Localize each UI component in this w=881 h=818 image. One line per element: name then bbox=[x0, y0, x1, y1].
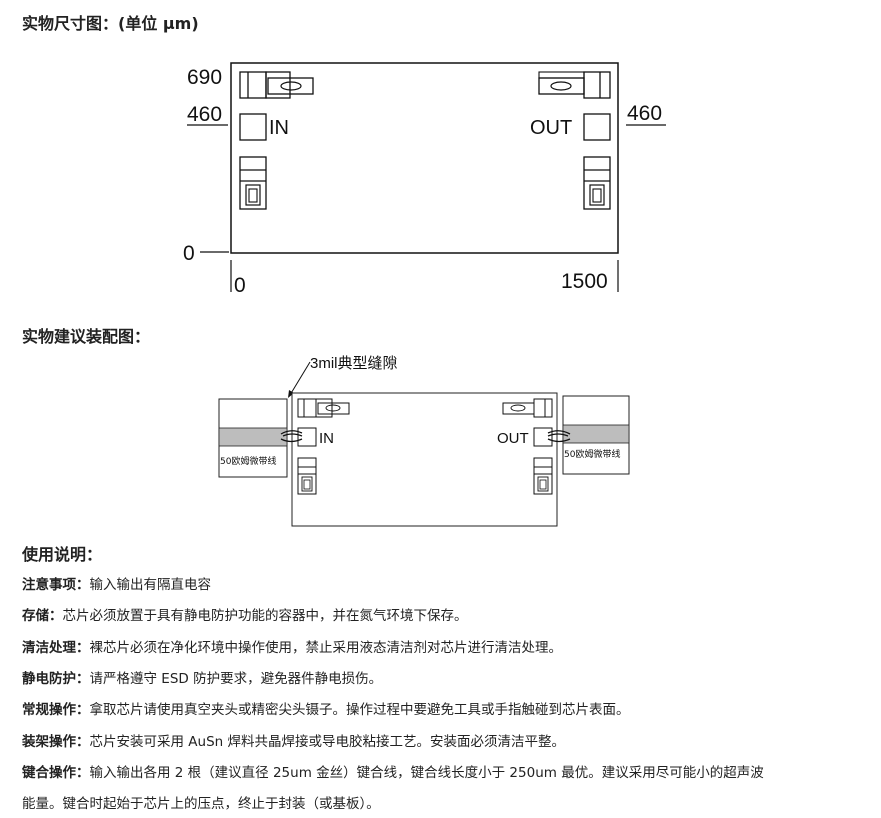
left-microstrip-label: 50欧姆微带线 bbox=[220, 455, 276, 467]
bottom-left-pad bbox=[239, 156, 267, 210]
in-port-label: IN bbox=[269, 117, 289, 139]
dim-y-460-left: 460 bbox=[187, 103, 222, 126]
assembly-chip-outline bbox=[291, 392, 558, 527]
assembly-diagram: 3mil典型缝隙 50欧姆微带线 50欧姆微带线 IN OUT bbox=[218, 355, 630, 527]
dim-y-0: 0 bbox=[183, 242, 195, 265]
out-bond-wires bbox=[547, 430, 571, 443]
right-microstrip-label: 50欧姆微带线 bbox=[564, 448, 620, 460]
usage-instructions-title: 使用说明： bbox=[22, 545, 103, 564]
right-microstrip-board: 50欧姆微带线 bbox=[562, 395, 630, 475]
dim-x-0: 0 bbox=[234, 274, 246, 297]
note-bonding-continued: 能量。键合时起始于芯片上的压点，终止于封装（或基板）。 bbox=[22, 796, 380, 812]
assembly-in-label: IN bbox=[319, 430, 334, 447]
in-bond-wires bbox=[280, 430, 303, 443]
assembly-in-pad bbox=[297, 427, 317, 447]
assembly-diagram-title: 实物建议装配图： bbox=[22, 327, 151, 346]
chip-outline bbox=[230, 62, 619, 254]
dimension-diagram: IN OUT 690 460 0 460 0 1500 bbox=[183, 62, 666, 297]
note-storage: 存储：芯片必须放置于具有静电防护功能的容器中，并在氮气环境下保存。 bbox=[22, 608, 468, 624]
note-handling: 常规操作：拿取芯片请使用真空夹头或精密尖头镊子。操作过程中要避免工具或手指触碰到… bbox=[22, 702, 630, 718]
dim-x-1500: 1500 bbox=[561, 270, 608, 293]
top-left-pad bbox=[239, 71, 314, 99]
out-pad bbox=[583, 113, 611, 141]
dimension-diagram-title: 实物尺寸图：(单位 μm) bbox=[22, 14, 199, 33]
top-right-pad bbox=[538, 71, 611, 99]
dim-y-690: 690 bbox=[187, 66, 222, 89]
in-pad bbox=[239, 113, 267, 141]
assembly-out-label: OUT bbox=[497, 430, 529, 447]
assembly-top-right-pad bbox=[502, 398, 553, 418]
assembly-bottom-right-pad bbox=[533, 457, 553, 495]
assembly-bottom-left-pad bbox=[297, 457, 317, 495]
assembly-top-left-pad bbox=[297, 398, 350, 418]
note-cleaning: 清洁处理：裸芯片必须在净化环境中操作使用，禁止采用液态清洁剂对芯片进行清洁处理。 bbox=[22, 640, 562, 656]
gap-note: 3mil典型缝隙 bbox=[310, 355, 398, 372]
out-port-label: OUT bbox=[530, 117, 572, 139]
left-microstrip-board: 50欧姆微带线 bbox=[218, 398, 288, 478]
note-bonding: 键合操作：输入输出各用 2 根（建议直径 25um 金丝）键合线，键合线长度小于… bbox=[22, 765, 764, 781]
note-mounting: 装架操作：芯片安装可采用 AuSn 焊料共晶焊接或导电胶粘接工艺。安装面必须清洁… bbox=[22, 734, 565, 750]
note-esd: 静电防护：请严格遵守 ESD 防护要求，避免器件静电损伤。 bbox=[22, 671, 383, 687]
bottom-right-pad bbox=[583, 156, 611, 210]
dim-y-460-right: 460 bbox=[627, 102, 662, 125]
note-precautions: 注意事项：输入输出有隔直电容 bbox=[22, 577, 211, 593]
assembly-out-pad bbox=[533, 427, 553, 447]
